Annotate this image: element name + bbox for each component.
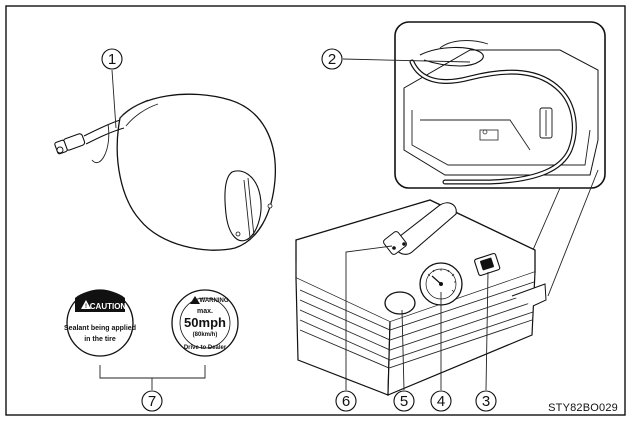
zoom-inset (394, 21, 606, 189)
callout-1-circle (101, 48, 123, 70)
callout-3-circle (475, 390, 497, 412)
callout-6-leader (345, 245, 393, 390)
callout-6-label: 6 (342, 393, 350, 410)
caution-heading: CAUTION (90, 302, 127, 311)
warning-max: max. (197, 308, 213, 315)
caution-text-line2: in the tire (84, 336, 116, 343)
callout-4-circle (430, 390, 452, 412)
inset-connector-right (547, 169, 599, 297)
sealant-bottle (54, 93, 276, 251)
callout-2-circle (321, 48, 343, 70)
warning-triangle-icon (81, 300, 91, 309)
callout-2-leader (342, 58, 471, 63)
warning-speed: 50mph (184, 315, 226, 330)
figure-frame (5, 5, 626, 416)
air-compressor (295, 199, 547, 396)
callout-5-leader (401, 309, 405, 391)
warning-footer: Drive to Dealer (184, 345, 227, 351)
callout-2-label: 2 (328, 51, 336, 68)
caution-text-line1: Sealant being applied (64, 325, 136, 332)
callout-1-label: 1 (108, 51, 116, 68)
callout-5-label: 5 (400, 393, 408, 410)
warning-kmh: (80km/h) (193, 332, 218, 338)
callout-6-circle (335, 390, 357, 412)
callout-5-circle (393, 390, 415, 412)
figure-reference-code: STY82BO029 (548, 402, 618, 414)
callout-3-label: 3 (482, 393, 490, 410)
callout-7-circle (141, 390, 163, 412)
callout-4-label: 4 (437, 393, 445, 410)
callout-7-bracket (99, 365, 206, 379)
warning-triangle-icon (190, 296, 200, 304)
caution-sticker: ! CAUTION Sealant being applied in the t… (64, 289, 136, 357)
callout-3-leader (485, 271, 489, 391)
speed-warning-sticker: WARNING max. 50mph (80km/h) Drive to Dea… (171, 289, 239, 357)
callout-7-label: 7 (148, 393, 156, 410)
svg-text:!: ! (85, 304, 87, 310)
callout-1-leader (111, 69, 117, 129)
warning-heading: WARNING (200, 298, 229, 304)
